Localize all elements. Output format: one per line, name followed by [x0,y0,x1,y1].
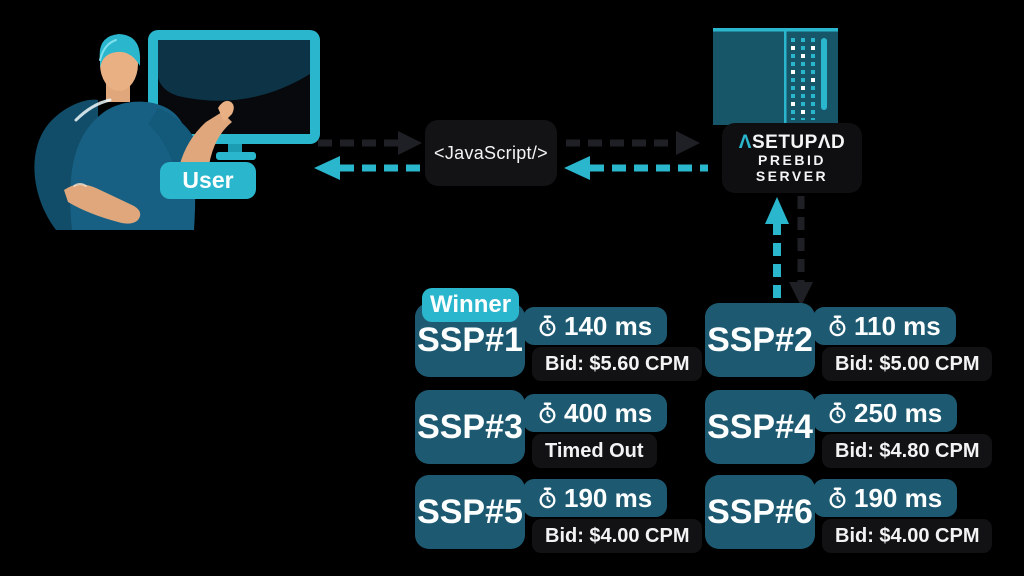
server-dots-white [791,46,815,114]
user-label: User [160,162,256,199]
stopwatch-icon [829,315,846,337]
stopwatch-icon [539,487,556,509]
response-time: 400 ms [564,397,653,428]
bid-result: Bid: $4.00 CPM [532,519,703,553]
response-time-chip: 250 ms [813,394,958,432]
javascript-box: <JavaScript/> [425,120,557,186]
ssp-card: SSP#6 190 ms Bid: $4.00 CPM [705,475,995,555]
bid-result: Bid: $5.00 CPM [822,347,993,381]
bid-result: Bid: $5.60 CPM [532,347,703,381]
response-time: 140 ms [564,310,653,341]
ssp-card: SSP#4 250 ms Bid: $4.80 CPM [705,390,995,470]
timeout-result: Timed Out [532,434,657,468]
monitor-illustration [148,30,320,160]
response-time: 190 ms [564,482,653,513]
prebid-label: PREBID [758,151,826,168]
response-time-chip: 190 ms [813,479,958,517]
ssp-name: SSP#5 [415,475,525,549]
ssp-card: SSP#3 400 ms Timed Out [415,390,705,470]
bid-result: Bid: $4.80 CPM [822,434,993,468]
person-illustration [34,34,234,230]
response-time-chip: 110 ms [813,307,956,345]
bid-result: Bid: $4.00 CPM [822,519,993,553]
server-illustration [713,28,838,125]
user-illustration [34,30,320,230]
ssp-name: SSP#2 [705,303,815,377]
ssp-card: SSP#2 110 ms Bid: $5.00 CPM [705,303,995,383]
stopwatch-icon [829,487,846,509]
response-time: 250 ms [854,397,943,428]
ssp-card: SSP#5 190 ms Bid: $4.00 CPM [415,475,705,555]
stopwatch-icon [829,402,846,424]
response-time-chip: 140 ms [523,307,668,345]
response-time-chip: 190 ms [523,479,668,517]
server-label: SERVER [755,167,829,184]
ssp-name: SSP#6 [705,475,815,549]
arrow-server-to-javascript [564,156,708,180]
setupad-logo-text: SETUPΛD [751,131,846,153]
ssp-card: Winner SSP#1 140 ms Bid: $5.60 CPM [415,288,705,383]
arrow-javascript-to-server [566,131,700,155]
setupad-logo-accent: Λ [738,131,752,153]
stopwatch-icon [539,315,556,337]
response-time: 110 ms [854,310,941,341]
ssp-name: SSP#3 [415,390,525,464]
winner-badge: Winner [422,288,519,322]
ssp-name: SSP#4 [705,390,815,464]
arrow-server-to-ssps [789,196,813,306]
stopwatch-icon [539,402,556,424]
arrow-ssps-to-server [765,197,789,303]
response-time-chip: 400 ms [523,394,668,432]
setupad-logo: ΛSETUPΛD [739,132,845,153]
prebid-server-box: ΛSETUPΛD PREBID SERVER [722,123,862,193]
response-time: 190 ms [854,482,943,513]
